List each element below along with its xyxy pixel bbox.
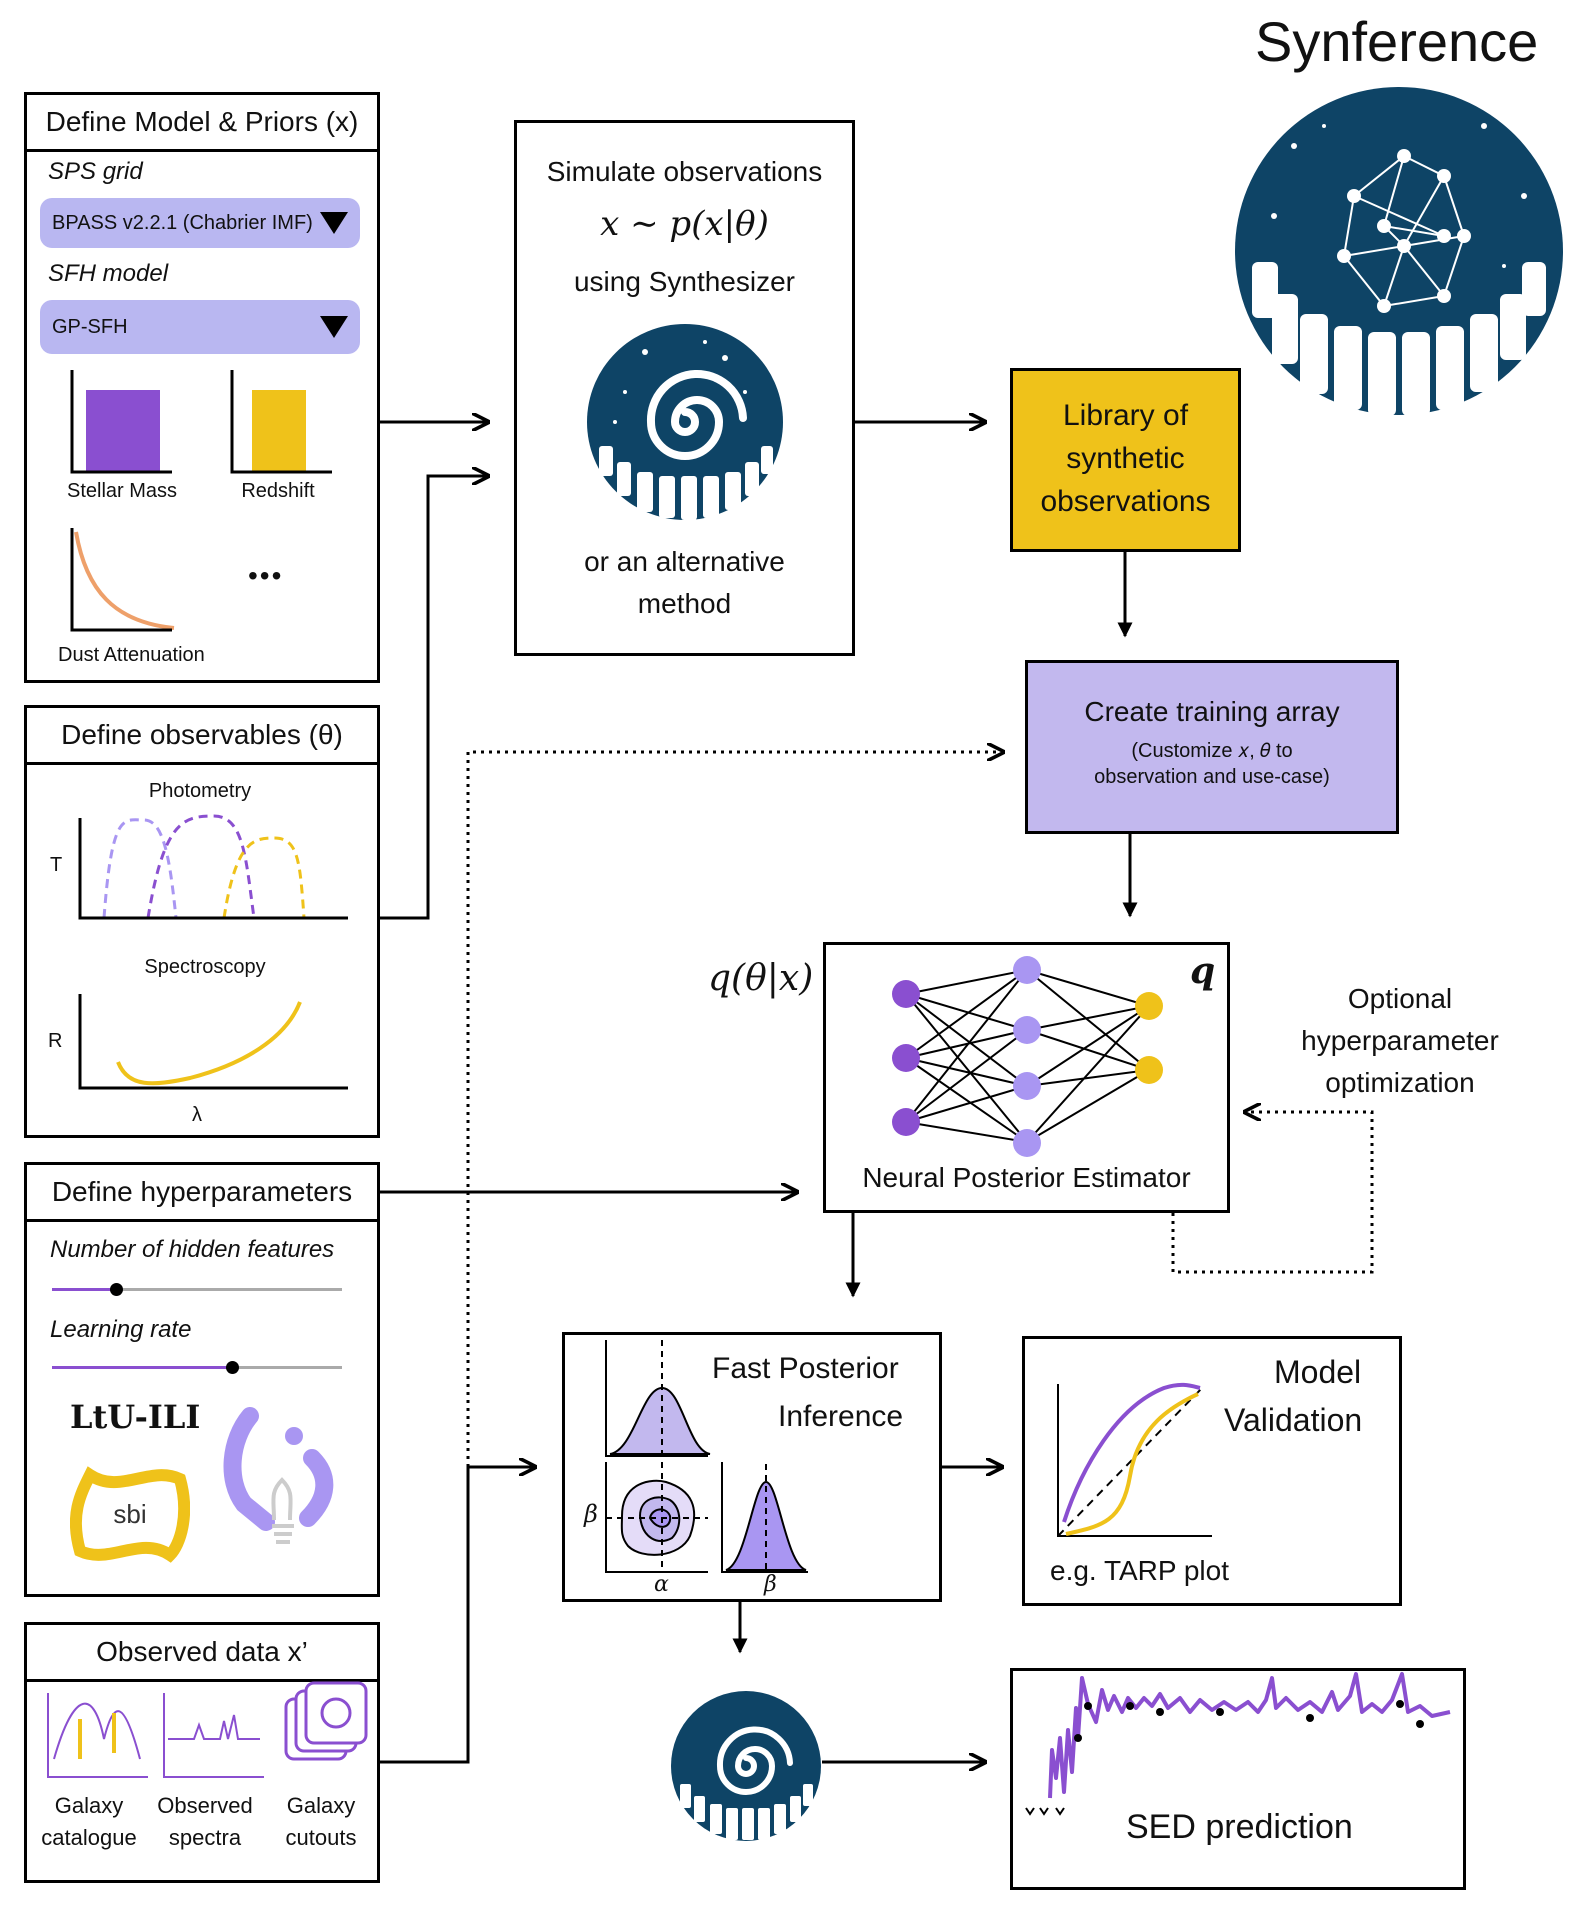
synthesizer-logo bbox=[587, 324, 783, 520]
prior-plots bbox=[70, 370, 332, 632]
observed-icons bbox=[47, 1681, 368, 1778]
library-l1: Library of bbox=[1062, 399, 1189, 432]
training-sub2: observation and use-case) bbox=[1094, 766, 1330, 788]
training-box bbox=[1025, 660, 1399, 834]
sps-dropdown[interactable]: BPASS v2.2.1 (Chabrier IMF) bbox=[40, 198, 360, 248]
prior-label-stellar-mass: Stellar Mass bbox=[66, 480, 178, 502]
optional-l3: optimization bbox=[1325, 1067, 1475, 1098]
corner-plot bbox=[605, 1340, 808, 1573]
observed-label-spectra: Observed spectra bbox=[150, 1790, 260, 1854]
photometry-plot bbox=[78, 814, 348, 920]
spectra-l1: Observed bbox=[157, 1793, 253, 1818]
chevron-down-icon bbox=[320, 212, 348, 234]
library-l2: synthetic bbox=[1066, 442, 1185, 475]
slider-knob[interactable] bbox=[225, 1361, 239, 1374]
observables-header: Define observables (θ) bbox=[24, 705, 380, 765]
prior-label-dust: Dust Attenuation bbox=[58, 644, 205, 666]
learning-rate-slider[interactable] bbox=[52, 1358, 342, 1378]
library-box bbox=[1010, 368, 1241, 552]
hidden-features-slider[interactable] bbox=[52, 1280, 342, 1300]
observed-header: Observed data x’ bbox=[24, 1622, 380, 1682]
sbi-logo: sbi bbox=[70, 1466, 190, 1563]
fast-l2: Inference bbox=[778, 1400, 904, 1433]
fast-l1: Fast Posterior bbox=[712, 1352, 899, 1385]
optional-text: Optional hyperparameter optimization bbox=[1280, 978, 1520, 1104]
synference-logo bbox=[1235, 87, 1563, 416]
corner-alpha-label: α bbox=[654, 1572, 669, 1597]
spectroscopy-label: Spectroscopy bbox=[144, 956, 266, 978]
simulate-line2: using Synthesizer bbox=[573, 266, 795, 297]
sps-value: BPASS v2.2.1 (Chabrier IMF) bbox=[52, 211, 313, 234]
sfh-value: GP-SFH bbox=[52, 315, 128, 338]
slider-knob[interactable] bbox=[109, 1283, 123, 1296]
catalogue-l2: catalogue bbox=[41, 1825, 137, 1850]
validation-caption: e.g. TARP plot bbox=[1050, 1555, 1229, 1586]
training-sub1: (Customize 𝑥, 𝜃 to bbox=[1131, 740, 1293, 762]
catalogue-l1: Galaxy bbox=[54, 1793, 124, 1818]
dust-prior-plot bbox=[70, 528, 175, 632]
lightbulb-icon bbox=[223, 1407, 334, 1544]
validation-l1: Model bbox=[1274, 1354, 1362, 1390]
cutouts-l2: cutouts bbox=[285, 1825, 357, 1850]
chevron-down-icon bbox=[320, 316, 348, 338]
model-header: Define Model & Priors (x) bbox=[24, 92, 380, 152]
dotted-to-training bbox=[466, 752, 1003, 1467]
more-dots: ••• bbox=[248, 560, 284, 591]
optional-l1: Optional bbox=[1347, 983, 1453, 1014]
simulate-formula: x ∼ p(x|θ) bbox=[600, 204, 769, 244]
npe-q-label: q(θ|x) bbox=[708, 958, 814, 999]
sps-label: SPS grid bbox=[48, 158, 143, 185]
optional-l2: hyperparameter bbox=[1301, 1025, 1499, 1056]
slider-track bbox=[52, 1288, 342, 1291]
r-axis-label: R bbox=[48, 1030, 63, 1052]
lambda-axis-label: λ bbox=[192, 1104, 202, 1126]
nn-extra-node bbox=[1013, 1129, 1041, 1157]
sfh-label: SFH model bbox=[48, 260, 169, 287]
spectra-icon bbox=[163, 1693, 264, 1778]
npe-q: q bbox=[1190, 950, 1216, 992]
prior-label-redshift: Redshift bbox=[241, 480, 315, 502]
hidden-features-label: Number of hidden features bbox=[50, 1236, 335, 1263]
cutouts-icon bbox=[284, 1681, 368, 1761]
simulate-alt1: or an alternative bbox=[584, 546, 785, 577]
spectroscopy-plot bbox=[78, 994, 348, 1090]
catalogue-icon bbox=[47, 1693, 148, 1778]
synthesizer-logo-small bbox=[671, 1691, 821, 1841]
app-title: Synference bbox=[1255, 10, 1539, 73]
sed-plot bbox=[1025, 1672, 1451, 1816]
photometry-label: Photometry bbox=[148, 780, 252, 802]
neural-network-diagram bbox=[892, 956, 1163, 1142]
library-text: Library of synthetic observations bbox=[1010, 394, 1241, 523]
simulate-alt2: method bbox=[637, 588, 732, 619]
corner-beta-y-label: β bbox=[584, 1500, 598, 1528]
redshift-prior-plot bbox=[230, 370, 332, 474]
npe-label: Neural Posterior Estimator bbox=[862, 1162, 1191, 1193]
fast-box bbox=[562, 1332, 942, 1602]
validation-l2: Validation bbox=[1224, 1402, 1363, 1438]
arrow-obs-to-sim bbox=[380, 476, 488, 920]
library-l3: observations bbox=[1040, 485, 1211, 518]
dotted-optimization-loop bbox=[1171, 1112, 1374, 1274]
observed-label-catalogue: Galaxy catalogue bbox=[34, 1790, 144, 1854]
sed-label: SED prediction bbox=[1126, 1808, 1353, 1846]
slider-fill bbox=[52, 1288, 116, 1291]
hyperparams-header: Define hyperparameters bbox=[24, 1162, 380, 1222]
cutouts-l1: Galaxy bbox=[286, 1793, 356, 1818]
stellar-mass-prior-plot bbox=[70, 370, 172, 474]
observed-label-cutouts: Galaxy cutouts bbox=[266, 1790, 376, 1854]
arrow-observed-to-fast bbox=[380, 1467, 535, 1764]
corner-beta-label: β bbox=[764, 1572, 777, 1597]
ltu-ili-logo: LtU-ILI bbox=[70, 1398, 201, 1436]
hyperparams-panel bbox=[24, 1219, 380, 1597]
sfh-dropdown[interactable]: GP-SFH bbox=[40, 300, 360, 354]
training-title: Create training array bbox=[1084, 696, 1340, 727]
t-axis-label: T bbox=[50, 854, 63, 876]
sbi-text: sbi bbox=[113, 1499, 146, 1529]
simulate-line1: Simulate observations bbox=[546, 156, 823, 187]
spectra-l2: spectra bbox=[168, 1825, 242, 1850]
slider-fill bbox=[52, 1366, 232, 1369]
tarp-plot bbox=[1057, 1382, 1212, 1537]
learning-rate-label: Learning rate bbox=[50, 1316, 192, 1343]
